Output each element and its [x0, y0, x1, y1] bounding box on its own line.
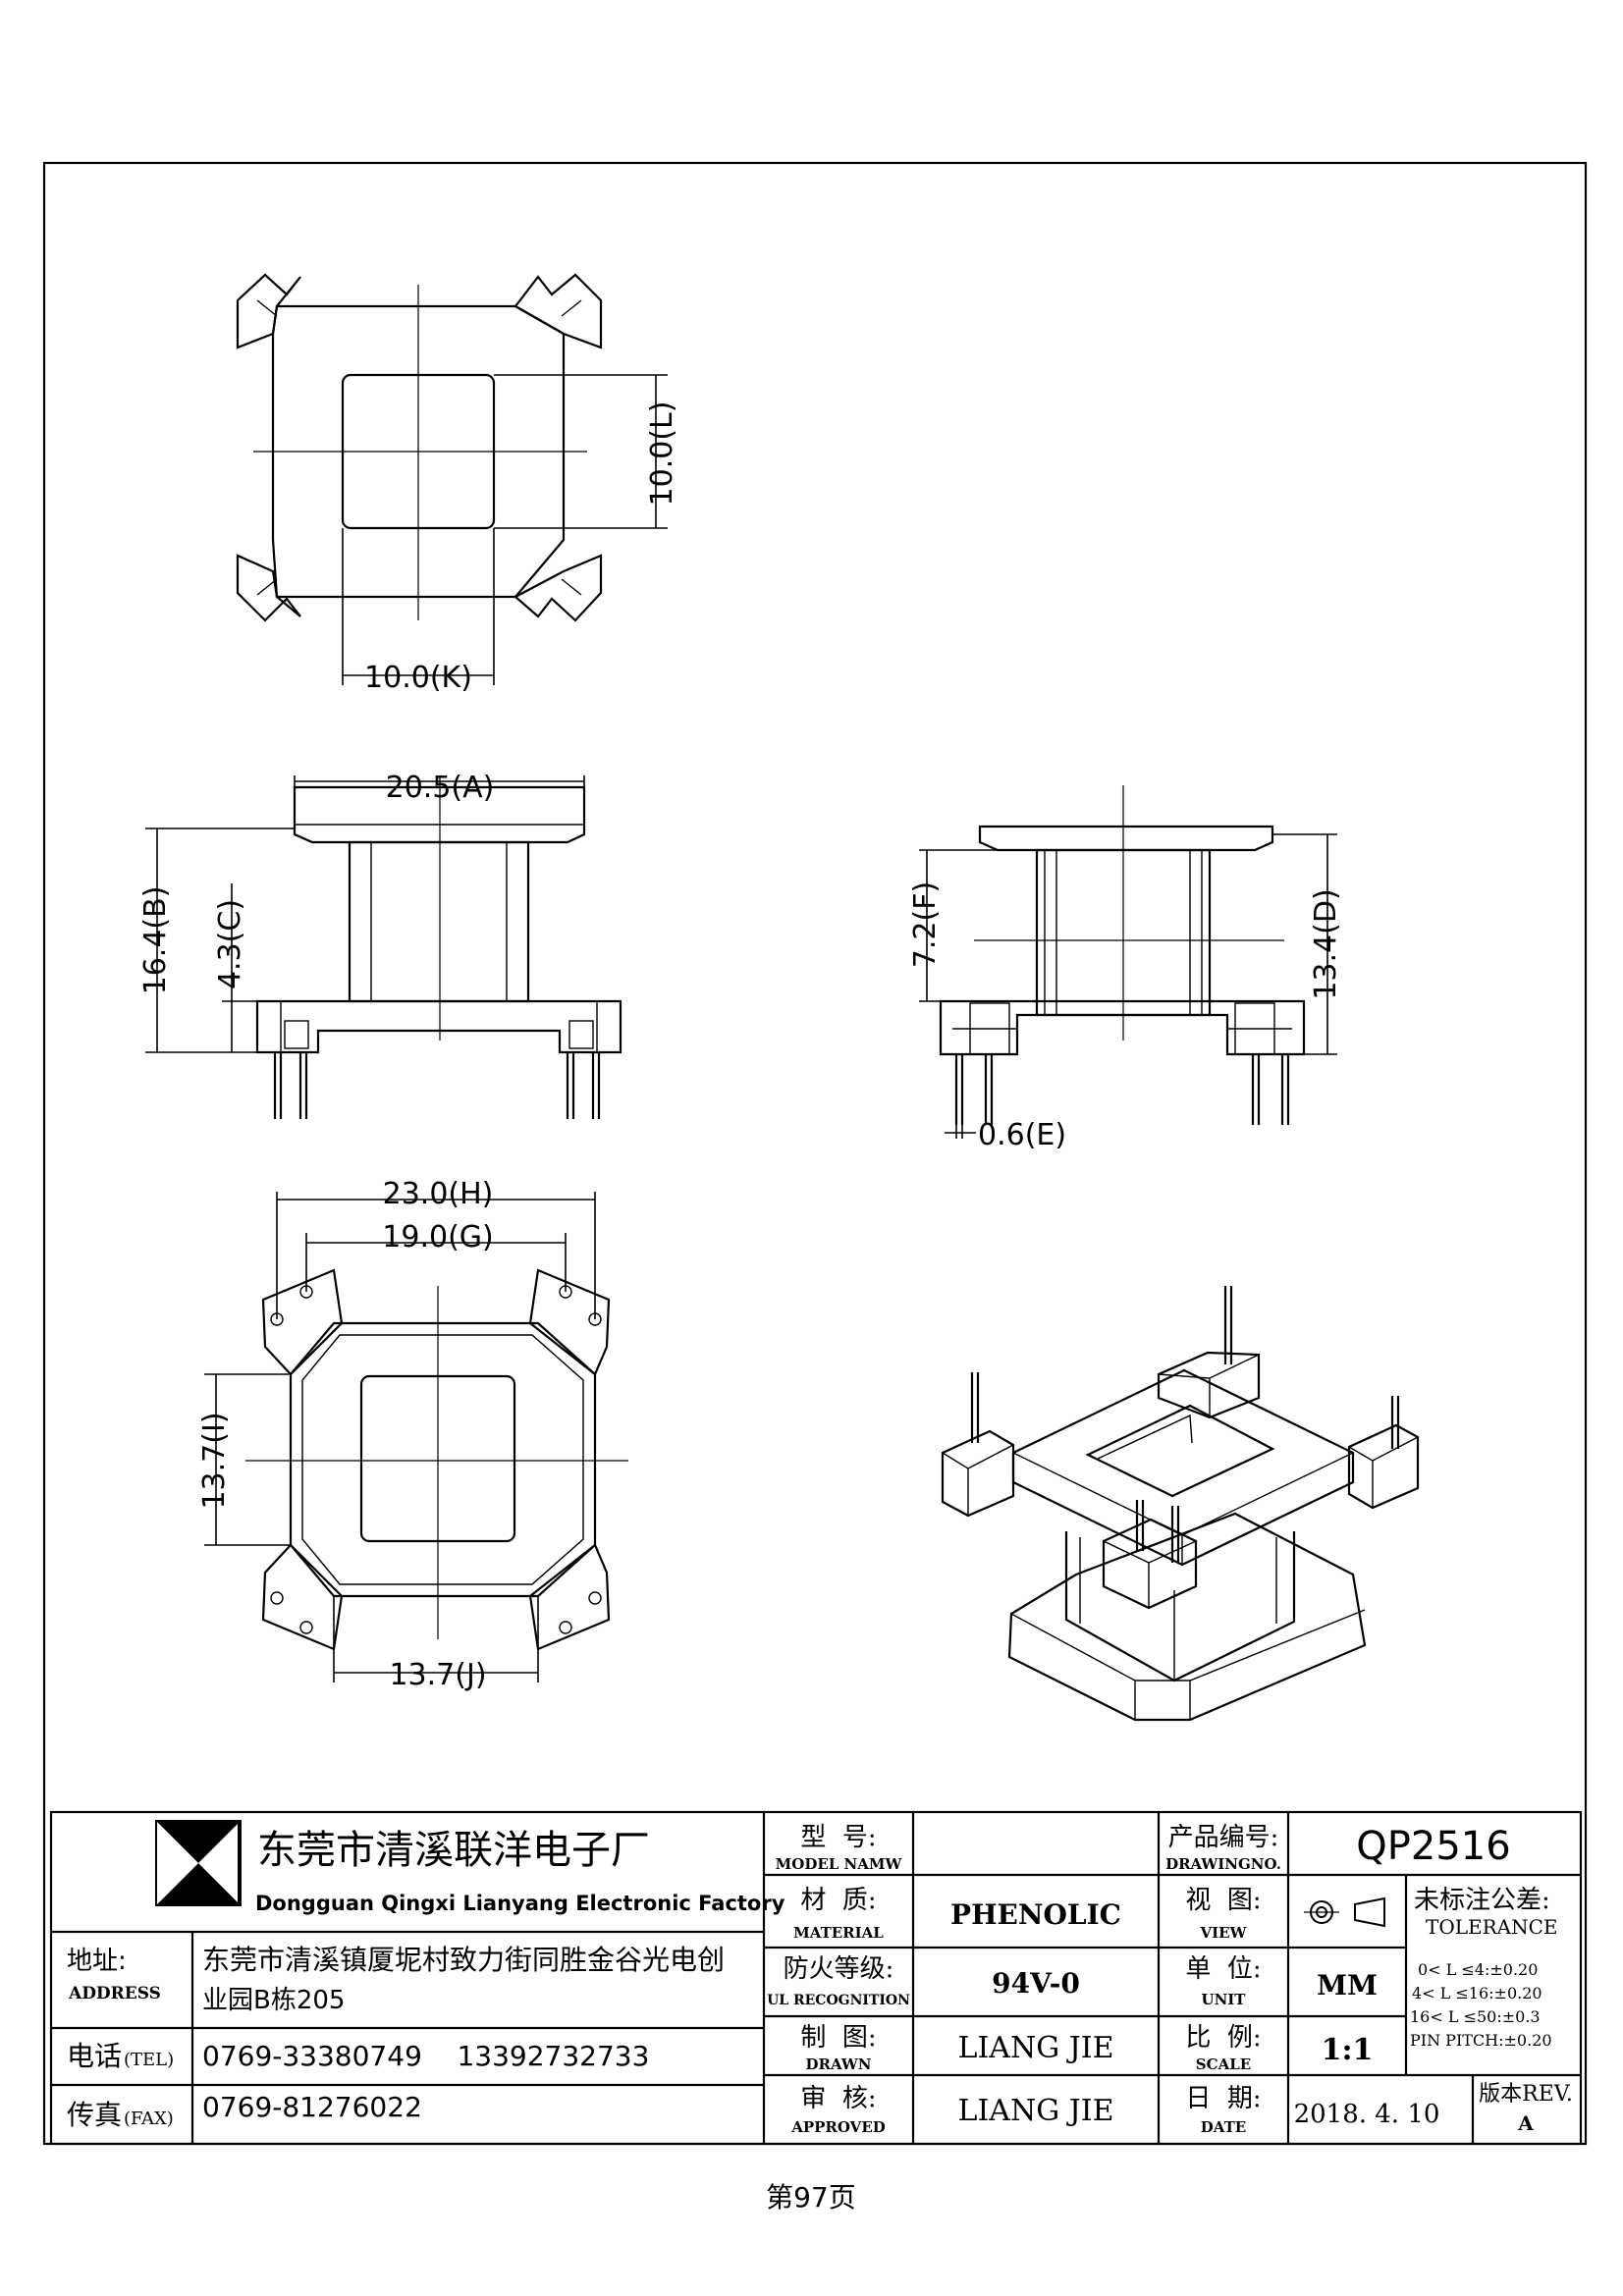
approved-value: LIANG JIE — [958, 2094, 1114, 2128]
drawn-label-cn: 制 图: — [800, 2023, 876, 2053]
drawn-value: LIANG JIE — [958, 2031, 1114, 2065]
tolerance-line-2: 4< L ≤16:±0.20 — [1412, 1984, 1542, 2002]
drawingno-label-cn: 产品编号: — [1168, 1823, 1279, 1852]
view-label-cn: 视 图: — [1185, 1886, 1261, 1915]
tolerance-line-4: PIN PITCH:±0.20 — [1410, 2031, 1552, 2050]
unit-value: MM — [1317, 1969, 1378, 2002]
scale-label-cn: 比 例: — [1185, 2023, 1261, 2053]
address-label-en: ADDRESS — [68, 1984, 161, 2003]
dim-D: 13.4(D) — [1309, 888, 1343, 999]
unit-label-en: UNIT — [1202, 1991, 1247, 2008]
page-number: 第97页 — [766, 2181, 856, 2214]
date-value: 2018. 4. 10 — [1294, 2100, 1440, 2129]
approved-label-en: APPROVED — [790, 2118, 886, 2136]
scale-label-en: SCALE — [1196, 2056, 1251, 2073]
title-block — [49, 1810, 1583, 2146]
drawn-label-en: DRAWN — [806, 2056, 872, 2073]
company-logo — [155, 1820, 242, 1906]
company-name-en: Dongguan Qingxi Lianyang Electronic Fact… — [255, 1892, 785, 1915]
company-name-cn: 东莞市清溪联洋电子厂 — [257, 1828, 650, 1873]
front-view — [145, 775, 622, 1119]
address-line-1: 东莞市清溪镇厦坭村致力街同胜金谷光电创 — [202, 1944, 725, 1976]
top-view — [236, 273, 668, 685]
view-label-en: VIEW — [1200, 1924, 1248, 1942]
tel-label-cn: 电话 — [67, 2040, 122, 2072]
tel-value: 0769-33380749 13392732733 — [202, 2040, 649, 2072]
dim-G: 19.0(G) — [382, 1220, 493, 1255]
ul-label-cn: 防火等级: — [784, 1954, 894, 1984]
ul-label-en: UL RECOGNITION — [767, 1993, 910, 2008]
tolerance-title-cn: 未标注公差: — [1414, 1886, 1550, 1915]
material-label-cn: 材 质: — [800, 1886, 876, 1915]
side-view — [919, 785, 1337, 1139]
address-line-2: 业园B栋205 — [202, 1986, 345, 2015]
tel-label-en: (TEL) — [124, 2050, 174, 2070]
dim-I: 13.7(I) — [197, 1412, 232, 1509]
fax-value: 0769-81276022 — [202, 2091, 422, 2123]
date-label-cn: 日 期: — [1185, 2084, 1261, 2113]
dim-C: 4.3(C) — [213, 899, 247, 989]
drawingno-value: QP2516 — [1356, 1824, 1510, 1869]
dim-K: 10.0(K) — [364, 661, 472, 695]
dim-A: 20.5(A) — [386, 771, 495, 805]
projection-symbol-icon — [1304, 1896, 1385, 1928]
isometric-view — [941, 1286, 1420, 1722]
dim-J: 13.7(J) — [389, 1658, 486, 1692]
material-label-en: MATERIAL — [793, 1924, 884, 1942]
material-value: PHENOLIC — [950, 1898, 1121, 1931]
fax-label-cn: 传真 — [67, 2099, 122, 2131]
unit-label-cn: 单 位: — [1185, 1954, 1261, 1984]
drawingno-label-en: DRAWINGNO. — [1165, 1855, 1281, 1873]
model-label-en: MODEL NAMW — [776, 1855, 903, 1873]
date-label-en: DATE — [1201, 2118, 1246, 2136]
dim-B: 16.4(B) — [138, 886, 173, 995]
rev-value: A — [1517, 2111, 1534, 2135]
dim-H: 23.0(H) — [383, 1177, 494, 1211]
tolerance-line-1: 0< L ≤4:±0.20 — [1418, 1960, 1538, 1979]
ul-value: 94V-0 — [992, 1967, 1080, 2000]
dim-L: 10.0(L) — [645, 401, 679, 507]
address-label-cn: 地址: — [67, 1947, 127, 1976]
fax-label-en: (FAX) — [124, 2109, 174, 2129]
rev-label: 版本REV. — [1479, 2082, 1573, 2107]
tolerance-line-3: 16< L ≤50:±0.3 — [1410, 2007, 1541, 2026]
dim-F: 7.2(F) — [908, 881, 943, 968]
scale-value: 1:1 — [1322, 2033, 1374, 2067]
tolerance-title-en: TOLERANCE — [1426, 1915, 1558, 1939]
bottom-view — [204, 1192, 628, 1682]
approved-label-cn: 审 核: — [800, 2084, 876, 2113]
model-label-cn: 型 号: — [800, 1823, 876, 1852]
dim-E: 0.6(E) — [978, 1118, 1066, 1152]
